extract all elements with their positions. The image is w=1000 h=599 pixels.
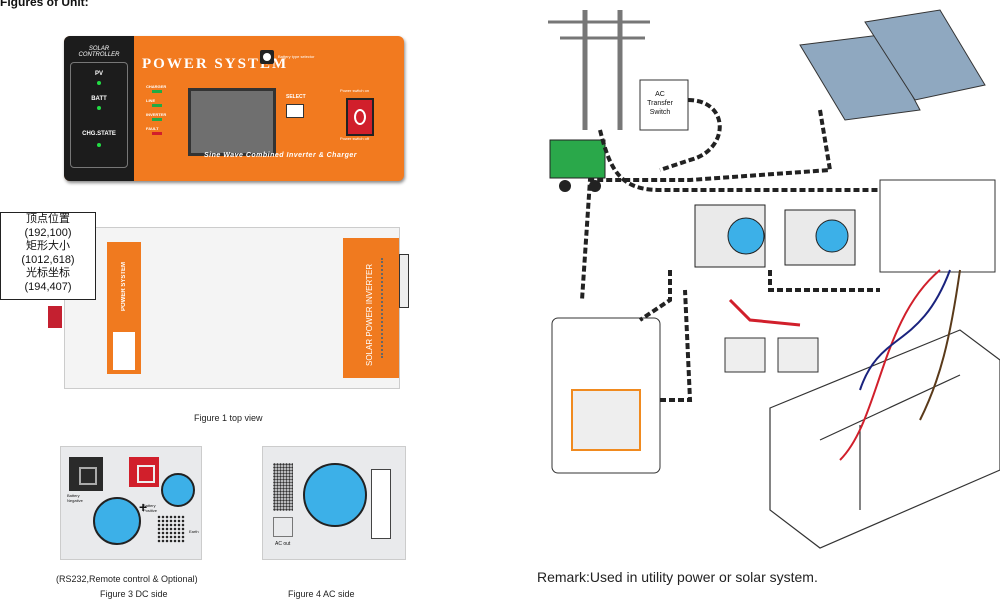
front-panel-figure: SOLAR CONTROLLER PV BATT CHG.STATE POWER… — [64, 36, 404, 181]
battery-positive-label: Battery Positive — [143, 503, 158, 513]
overlay-vertex-value: (192,100) — [24, 226, 72, 239]
figure-3-caption: Figure 3 DC side — [100, 589, 168, 599]
ac-terminal-block — [371, 469, 391, 539]
utility-pole-icon — [548, 10, 650, 130]
select-button[interactable] — [286, 104, 304, 118]
ac-out-socket — [273, 517, 293, 537]
solar-panels-icon — [799, 9, 986, 121]
ats-box — [639, 79, 689, 131]
earth-label: Earth — [189, 529, 199, 534]
solar-controller-section: SOLAR CONTROLLER PV BATT CHG.STATE — [64, 36, 134, 181]
battery-1 — [724, 337, 766, 373]
power-on-label: Power switch on — [340, 88, 370, 93]
power-off-label: Power switch off — [340, 136, 370, 141]
led-label-batt: BATT — [91, 96, 107, 102]
figures-heading: Figures of Unit: — [0, 0, 89, 9]
indicator-inverter: INVERTER — [146, 112, 167, 117]
lcd-screen — [188, 88, 276, 156]
panel-tagline: Sine Wave Combined Inverter & Charger — [204, 152, 357, 159]
system-wiring-diagram — [548, 9, 1000, 549]
indicator-line: LINE — [146, 98, 156, 103]
top-view-figure: POWER SYSTEM SOLAR POWER INVERTER — [64, 227, 409, 389]
ac-side-figure: AC out — [262, 446, 406, 560]
remark-text: Remark:Used in utility power or solar sy… — [537, 569, 818, 585]
battery-type-label: Battery type selector — [278, 54, 315, 59]
batt-led — [97, 106, 101, 110]
fan-icon — [303, 463, 367, 527]
brand-logo: POWER SYSTEM — [142, 56, 289, 72]
figure-4-caption: Figure 4 AC side — [288, 589, 355, 599]
house-floorplan-icon — [769, 329, 1000, 549]
led-label-pv: PV — [94, 71, 103, 77]
chg-state-led — [97, 143, 101, 147]
overlay-size-value: (1012,618) — [21, 253, 75, 266]
select-label: SELECT — [286, 94, 306, 100]
figure-1-caption: Figure 1 top view — [194, 413, 263, 423]
overlay-size-label: 矩形大小 — [26, 240, 70, 252]
ac-out-label: AC out — [275, 541, 291, 547]
rear-handle — [399, 254, 409, 308]
side-text: SOLAR POWER INVERTER — [365, 263, 374, 366]
ats-label: AC Transfer Switch — [647, 91, 673, 116]
side-stripe: SOLAR POWER INVERTER — [343, 238, 399, 378]
battery-type-knob — [260, 50, 274, 64]
indicator-list: CHARGER LINE INVERTER FAULT — [146, 84, 176, 135]
solar-controller-title: SOLAR CONTROLLER — [78, 46, 120, 58]
power-switch[interactable] — [346, 98, 374, 136]
overlay-cursor-value: (194,407) — [24, 280, 72, 293]
led-label-chg-state: CHG.STATE — [82, 131, 116, 137]
positive-terminal — [129, 457, 159, 487]
fan-icon — [93, 497, 141, 545]
battery-2 — [777, 337, 819, 373]
vent-grille — [157, 515, 185, 543]
indicator-charger: CHARGER — [146, 84, 167, 89]
pv-led — [97, 81, 101, 85]
indicator-fault: FAULT — [146, 126, 159, 131]
remote-note: (RS232,Remote control & Optional) — [56, 574, 198, 584]
combiner-box — [879, 179, 996, 273]
overlay-cursor-label: 光标坐标 — [26, 267, 70, 279]
overlay-vertex-label: 顶点位置 — [26, 213, 70, 225]
battery-negative-label: Battery Negative — [67, 493, 83, 503]
top-view-brand: POWER SYSTEM — [121, 262, 127, 312]
vent-grille — [273, 463, 293, 511]
generator-icon — [549, 139, 606, 192]
top-view-front-panel: POWER SYSTEM — [107, 242, 141, 374]
plus-icon: + — [139, 499, 148, 515]
coordinate-overlay: 顶点位置 (192,100) 矩形大小 (1012,618) 光标坐标 (194… — [0, 212, 96, 300]
dc-side-figure: Battery Negative Battery Positive + Eart… — [60, 446, 202, 560]
negative-terminal — [69, 457, 103, 491]
fan-icon — [161, 473, 195, 507]
dc-terminal — [48, 306, 62, 328]
